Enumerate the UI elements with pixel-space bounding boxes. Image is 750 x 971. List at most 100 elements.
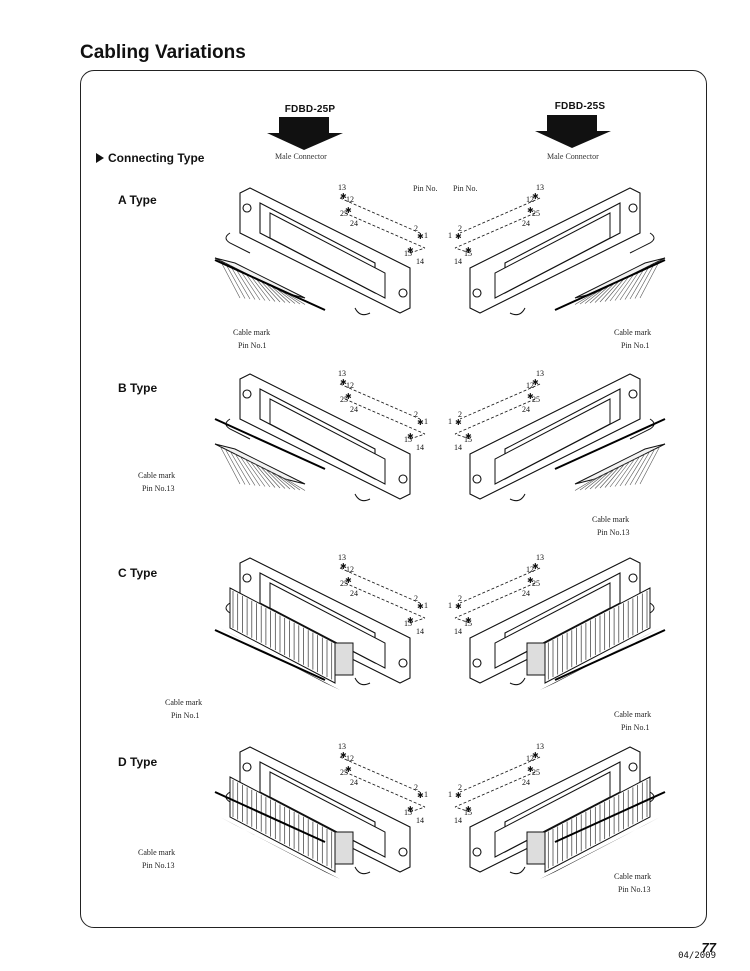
right-connector-drawing [469, 746, 666, 879]
pin-star-icon: ✱ [455, 602, 462, 611]
pin-star-icon: ✱ [407, 805, 414, 814]
pin-number-label: 12 [346, 565, 354, 574]
pin-number-label: 2 [414, 783, 418, 792]
pin-number-label: 1 [424, 231, 428, 240]
pin-number-label: 13 [338, 742, 346, 751]
pin-number-label: 12 [526, 381, 534, 390]
pin-number-label: 1 [424, 601, 428, 610]
pin-number-label: 2 [458, 224, 462, 233]
pin-number-label: 14 [454, 816, 462, 825]
connecting-type-label: Connecting Type [108, 151, 205, 165]
pin-number-label: 25 [340, 395, 348, 404]
pin-number-label: 1 [448, 790, 452, 799]
left-down-arrow-icon [267, 117, 343, 150]
pin-number-label: 14 [454, 257, 462, 266]
pin-number-label: 2 [458, 410, 462, 419]
pin-star-icon: ✱ [407, 432, 414, 441]
right-connector-drawing [469, 557, 666, 690]
left-connector-drawing [214, 746, 411, 879]
pin-number-label: 24 [522, 219, 530, 228]
pin-number-label: 1 [448, 231, 452, 240]
pin-star-icon: ✱ [417, 418, 424, 427]
type-d-left-cable-mark: Cable mark [138, 848, 176, 857]
pin-star-icon: ✱ [345, 765, 352, 774]
pin-number-label: 24 [350, 778, 358, 787]
pin-number-label: 24 [350, 589, 358, 598]
type-a-right-cable-mark: Cable mark [614, 328, 652, 337]
pin-number-label: 14 [454, 627, 462, 636]
pin-number-label: 13 [338, 553, 346, 562]
pin-star-icon: ✱ [455, 232, 462, 241]
type-a-left-cable-mark: Cable mark [233, 328, 271, 337]
left-connector-drawing [214, 187, 411, 316]
pin-number-label: 24 [522, 405, 530, 414]
pin-star-icon: ✱ [532, 378, 539, 387]
pin-number-label: 25 [532, 579, 540, 588]
connecting-type-heading: Connecting Type [96, 151, 204, 165]
type-b-label: B Type [118, 381, 158, 395]
pin-number-label: 1 [448, 417, 452, 426]
pin-number-label: 15 [464, 808, 472, 817]
type-a-label: A Type [118, 193, 157, 207]
pin-star-icon: ✱ [345, 206, 352, 215]
pin-star-icon: ✱ [455, 791, 462, 800]
pin-number-label: 12 [526, 195, 534, 204]
pin-star-icon: ✱ [417, 791, 424, 800]
pin-number-label: 15 [404, 435, 412, 444]
pin-number-label: 24 [350, 219, 358, 228]
type-d-left-pin: Pin No.13 [142, 861, 175, 870]
pin-number-label: 1 [424, 417, 428, 426]
pin-number-label: 2 [458, 783, 462, 792]
right-model: FDBD-25S [554, 101, 606, 112]
pin-star-icon: ✱ [465, 805, 472, 814]
right-connector-drawing [469, 373, 666, 502]
pin-number-label: 1 [448, 601, 452, 610]
left-model: FDBD-25P [284, 104, 336, 115]
pin-number-label: 15 [404, 808, 412, 817]
pin-number-label: 24 [522, 589, 530, 598]
pin-number-label: 14 [416, 443, 424, 452]
pin-star-icon: ✱ [345, 576, 352, 585]
diagram-frame [80, 70, 707, 928]
pin-number-label: 12 [346, 195, 354, 204]
right-connector-drawing [469, 187, 666, 316]
pin-number-label: 15 [404, 249, 412, 258]
pin-star-icon: ✱ [407, 616, 414, 625]
pin-number-label: 14 [454, 443, 462, 452]
pin-number-label: 24 [522, 778, 530, 787]
type-a-right-pin: Pin No.1 [621, 341, 650, 350]
type-d-right-cable-mark: Cable mark [614, 872, 652, 881]
pin-number-label: 2 [414, 410, 418, 419]
type-b-right-pin: Pin No.13 [597, 528, 630, 537]
pin-star-icon: ✱ [340, 562, 347, 571]
pin-number-label: 2 [414, 594, 418, 603]
pin-star-icon: ✱ [345, 392, 352, 401]
pin-number-label: 25 [532, 395, 540, 404]
pin-number-label: 13 [536, 742, 544, 751]
pin-star-icon: ✱ [527, 206, 534, 215]
page-date: 04/2009 [678, 951, 716, 961]
type-d-label: D Type [118, 755, 158, 769]
pin-number-label: 14 [416, 816, 424, 825]
pin-number-label: 13 [536, 553, 544, 562]
pin-star-icon: ✱ [532, 562, 539, 571]
pin-number-label: 2 [414, 224, 418, 233]
pin-number-label: 13 [536, 369, 544, 378]
pin-star-icon: ✱ [527, 576, 534, 585]
pin-number-label: 2 [458, 594, 462, 603]
pin-number-label: 24 [350, 405, 358, 414]
pin-star-icon: ✱ [417, 602, 424, 611]
triangle-bullet-icon [96, 153, 104, 163]
pin-star-icon: ✱ [465, 432, 472, 441]
pin-number-label: 14 [416, 627, 424, 636]
pin-star-icon: ✱ [417, 232, 424, 241]
pin-star-icon: ✱ [527, 392, 534, 401]
pin-number-label: 12 [346, 754, 354, 763]
pin-star-icon: ✱ [465, 246, 472, 255]
